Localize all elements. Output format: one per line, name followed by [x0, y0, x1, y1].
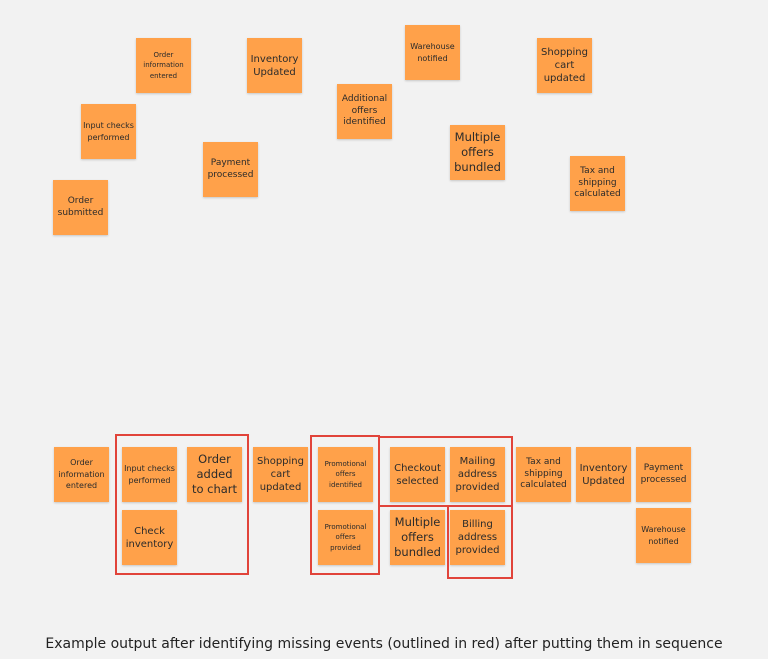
missing-events-outline-input-order-inventory	[115, 434, 249, 575]
top-note-order-submitted[interactable]: Order submitted	[53, 180, 108, 235]
top-note-order-information-entered[interactable]: Order information entered	[136, 38, 191, 93]
seq-note-payment-processed[interactable]: Payment processed	[636, 447, 691, 502]
seq-note-mailing-address-provided[interactable]: Mailing address provided	[450, 447, 505, 502]
seq-note-promotional-offers-provided[interactable]: Promotional offers provided	[318, 510, 373, 565]
seq-note-inventory-updated[interactable]: Inventory Updated	[576, 447, 631, 502]
seq-note-warehouse-notified[interactable]: Warehouse notified	[636, 508, 691, 563]
top-note-warehouse-notified[interactable]: Warehouse notified	[405, 25, 460, 80]
top-note-inventory-updated[interactable]: Inventory Updated	[247, 38, 302, 93]
top-note-input-checks-performed[interactable]: Input checks performed	[81, 104, 136, 159]
missing-events-outline-promotional-offers	[310, 435, 380, 575]
figure-caption: Example output after identifying missing…	[45, 636, 723, 652]
missing-events-outline-billing-address	[447, 505, 513, 579]
missing-events-outline-checkout-mailing	[378, 436, 513, 507]
top-note-tax-and-shipping-calculated[interactable]: Tax and shipping calculated	[570, 156, 625, 211]
seq-note-checkout-selected[interactable]: Checkout selected	[390, 447, 445, 502]
top-note-multiple-offers-bundled[interactable]: Multiple offers bundled	[450, 125, 505, 180]
seq-note-order-added-to-chart[interactable]: Order added to chart	[187, 447, 242, 502]
seq-note-order-information-entered[interactable]: Order information entered	[54, 447, 109, 502]
top-note-shopping-cart-updated[interactable]: Shopping cart updated	[537, 38, 592, 93]
seq-note-shopping-cart-updated[interactable]: Shopping cart updated	[253, 447, 308, 502]
seq-note-multiple-offers-bundled[interactable]: Multiple offers bundled	[390, 510, 445, 565]
top-note-additional-offers-identified[interactable]: Additional offers identified	[337, 84, 392, 139]
seq-note-check-inventory[interactable]: Check inventory	[122, 510, 177, 565]
seq-note-billing-address-provided[interactable]: Billing address provided	[450, 510, 505, 565]
seq-note-tax-and-shipping-calculated[interactable]: Tax and shipping calculated	[516, 447, 571, 502]
seq-note-input-checks-performed[interactable]: Input checks performed	[122, 447, 177, 502]
seq-note-promotional-offers-identified[interactable]: Promotional offers identified	[318, 447, 373, 502]
top-note-payment-processed[interactable]: Payment processed	[203, 142, 258, 197]
